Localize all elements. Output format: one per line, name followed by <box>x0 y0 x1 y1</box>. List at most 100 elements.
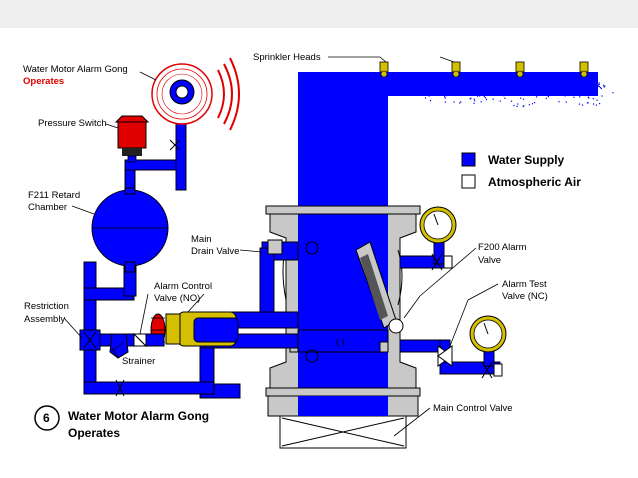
spray-droplet <box>516 105 518 107</box>
flap-mark: ( ) <box>336 337 345 348</box>
spray-droplet <box>444 96 446 98</box>
gate-cross-2 <box>281 417 405 447</box>
port-nub-right <box>379 341 389 353</box>
leader-lines <box>63 56 499 437</box>
label-alarm-control-line2: Valve (NO) <box>154 293 200 304</box>
step-caption: 6 Water Motor Alarm Gong Operates <box>34 405 209 440</box>
restriction-assembly <box>79 329 101 351</box>
label-main-control: Main Control Valve <box>433 403 513 414</box>
spray-droplet <box>474 100 476 102</box>
spray-droplet <box>603 84 605 86</box>
spray-droplet <box>510 100 513 102</box>
water-motor-alarm-gong <box>151 57 240 131</box>
spray-droplet <box>492 98 494 100</box>
inline-check-valve <box>132 332 148 348</box>
step-title-line2: Operates <box>68 426 120 440</box>
label-main-drain-line2: Drain Valve <box>191 246 239 257</box>
spray-droplet <box>573 96 575 98</box>
label-retard-line1: F211 Retard <box>28 190 80 201</box>
retard-chamber <box>91 183 169 273</box>
spray-droplet <box>531 103 534 105</box>
drain-valve-body <box>267 239 283 255</box>
spray-droplet <box>612 92 614 94</box>
drain-pipe-vertical <box>259 247 275 313</box>
spray-droplet <box>517 103 519 105</box>
spray-droplet <box>545 97 547 99</box>
spray-droplet <box>558 101 560 103</box>
top-bar <box>0 0 638 28</box>
label-alarm-test-line2: Valve (NC) <box>502 291 548 302</box>
spray-droplet <box>547 96 549 98</box>
spray-droplet <box>599 103 601 105</box>
sprinkler-head <box>579 61 589 78</box>
sprinkler-head <box>515 61 525 78</box>
spray-droplet <box>588 97 590 99</box>
label-sprinkler-heads: Sprinkler Heads <box>253 52 321 63</box>
spray-droplet <box>598 83 600 85</box>
bottom-check-valve <box>115 379 125 397</box>
spray-droplet <box>587 102 589 104</box>
spray-droplet <box>520 97 522 99</box>
spray-droplet <box>598 85 600 88</box>
spray-droplet <box>565 101 567 103</box>
alarm-valve-clapper <box>355 241 404 334</box>
label-alarm-valve-line1: F200 Alarm <box>478 242 527 253</box>
spray-droplet <box>460 101 462 103</box>
valve-port-left <box>305 241 319 255</box>
alarm-control-valve <box>165 311 239 347</box>
spray-droplet <box>597 85 599 87</box>
spray-droplet <box>592 98 594 100</box>
pipe-bottom-run <box>83 381 215 395</box>
legend: Water Supply Atmospheric Air <box>461 152 581 189</box>
main-supply-pipe <box>298 396 388 416</box>
spray-droplet <box>528 104 530 106</box>
lower-gauge-valve <box>481 361 503 379</box>
spray-droplet <box>578 103 581 105</box>
spray-droplet <box>459 102 461 104</box>
spray-droplet <box>600 87 602 90</box>
riser-pipe-body <box>298 212 388 412</box>
alarm-test-valve <box>437 345 453 367</box>
spray-droplet <box>444 97 446 99</box>
spray-droplet <box>513 104 515 107</box>
legend-label-water: Water Supply <box>488 153 565 167</box>
sprinkler-head <box>451 61 461 78</box>
spray-droplet <box>596 99 598 101</box>
legend-swatch-air <box>461 174 476 189</box>
label-gong-line1: Water Motor Alarm Gong <box>23 64 128 75</box>
spray-droplet <box>599 86 601 89</box>
spray-droplet <box>593 103 595 105</box>
spray-droplet <box>595 104 597 106</box>
spray-droplet <box>485 98 488 101</box>
spray-droplet <box>499 100 501 102</box>
label-main-drain-line1: Main <box>191 234 212 245</box>
spray-droplet <box>581 104 584 106</box>
spray-droplet <box>579 96 581 98</box>
label-pressure-switch: Pressure Switch <box>38 118 107 129</box>
spray-droplet <box>469 98 471 100</box>
spray-droplet <box>473 102 475 104</box>
spray-droplet <box>523 105 525 107</box>
spray-droplet <box>597 84 599 86</box>
step-title-line1: Water Motor Alarm Gong <box>68 409 209 423</box>
label-restriction-line1: Restriction <box>24 301 69 312</box>
spray-droplet <box>444 101 446 103</box>
spray-droplet <box>587 96 589 98</box>
lower-flange <box>265 387 421 397</box>
label-alarm-control-line1: Alarm Control <box>154 281 212 292</box>
spray-droplet <box>601 95 603 97</box>
label-gong-line2: Operates <box>23 76 64 87</box>
spray-droplet <box>429 100 432 102</box>
sprinkler-heads <box>379 61 589 78</box>
spray-droplet <box>480 101 482 103</box>
strainer <box>109 333 129 359</box>
valve-port-right <box>305 349 319 363</box>
lower-pressure-gauge <box>469 315 507 353</box>
spray-droplet <box>504 97 506 99</box>
upper-flange <box>265 205 421 215</box>
pressure-switch <box>114 115 150 163</box>
label-restriction-line2: Assembly <box>24 314 65 325</box>
alarm-line-horizontal <box>231 311 299 329</box>
